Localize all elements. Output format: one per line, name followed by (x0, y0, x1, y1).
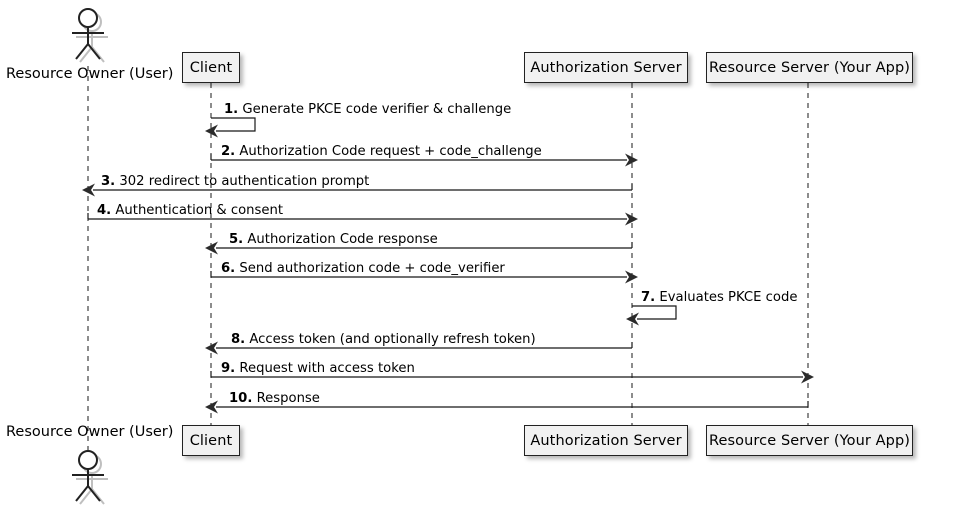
lifelines (87, 66, 809, 458)
message-number-4: 4. (97, 203, 112, 218)
participant-label-client-bottom: Client (189, 432, 233, 449)
actor-resource-owner-top (72, 8, 108, 63)
message-label-8: 8. Access token (and optionally refresh … (231, 333, 536, 346)
message-arrow-4 (87, 212, 638, 226)
message-arrow-6 (210, 270, 638, 284)
participant-box-resource-server-top[interactable]: Resource Server (Your App) (706, 52, 913, 83)
message-text-7: Evaluates PKCE code (659, 290, 798, 305)
participant-box-authorization-server-top[interactable]: Authorization Server (524, 52, 688, 83)
actor-top-figure (72, 8, 104, 60)
participant-label-resource-server-bottom: Resource Server (Your App) (708, 432, 911, 449)
message-text-4: Authentication & consent (115, 203, 284, 218)
message-label-9: 9. Request with access token (221, 362, 415, 375)
message-text-6: Send authorization code + code_verifier (239, 261, 505, 276)
message-text-5: Authorization Code response (247, 232, 438, 247)
actor-label-resource-owner-top: Resource Owner (User) (6, 66, 173, 82)
actor-label-resource-owner-bottom: Resource Owner (User) (6, 424, 173, 440)
actor-label-bottom-text: Resource Owner (User) (6, 424, 174, 440)
message-arrow-9 (210, 370, 814, 384)
participant-box-client-top[interactable]: Client (182, 52, 240, 83)
actor-label-top-text: Resource Owner (User) (6, 66, 174, 82)
message-label-6: 6. Send authorization code + code_verifi… (221, 262, 505, 275)
message-label-10: 10. Response (229, 392, 320, 405)
message-number-8: 8. (231, 332, 246, 347)
actor-bottom-figure (72, 450, 104, 502)
message-arrow-7 (626, 305, 677, 326)
message-label-1: 1. Generate PKCE code verifier & challen… (224, 103, 511, 116)
message-label-5: 5. Authorization Code response (229, 233, 438, 246)
message-text-10: Response (256, 391, 320, 406)
message-arrow-2 (210, 153, 638, 167)
participant-label-authorization-server-bottom: Authorization Server (530, 432, 682, 449)
participant-box-authorization-server-bottom[interactable]: Authorization Server (524, 425, 688, 456)
message-text-3: 302 redirect to authentication prompt (119, 174, 370, 189)
message-number-1: 1. (224, 102, 239, 117)
message-number-9: 9. (221, 361, 236, 376)
message-text-8: Access token (and optionally refresh tok… (249, 332, 536, 347)
message-arrow-3 (82, 183, 633, 197)
message-number-7: 7. (641, 290, 656, 305)
message-label-3: 3. 302 redirect to authentication prompt (101, 175, 369, 188)
participant-label-resource-server-top: Resource Server (Your App) (708, 59, 911, 76)
message-number-10: 10. (229, 391, 253, 406)
message-arrow-8 (205, 341, 633, 355)
message-number-2: 2. (221, 144, 236, 159)
message-arrow-5 (205, 241, 633, 255)
message-text-9: Request with access token (239, 361, 415, 376)
actor-resource-owner-bottom (72, 450, 108, 505)
message-label-2: 2. Authorization Code request + code_cha… (221, 145, 542, 158)
participant-label-client-top: Client (189, 59, 233, 76)
message-label-4: 4. Authentication & consent (97, 204, 283, 217)
participant-box-client-bottom[interactable]: Client (182, 425, 240, 456)
message-arrow-10 (205, 400, 809, 414)
message-number-5: 5. (229, 232, 244, 247)
message-arrow-1 (205, 117, 256, 138)
message-number-6: 6. (221, 261, 236, 276)
message-text-1: Generate PKCE code verifier & challenge (242, 102, 512, 117)
message-number-3: 3. (101, 174, 116, 189)
participant-label-authorization-server-top: Authorization Server (530, 59, 682, 76)
participant-box-resource-server-bottom[interactable]: Resource Server (Your App) (706, 425, 913, 456)
message-text-2: Authorization Code request + code_challe… (239, 144, 542, 159)
message-label-7: 7. Evaluates PKCE code (641, 291, 797, 304)
